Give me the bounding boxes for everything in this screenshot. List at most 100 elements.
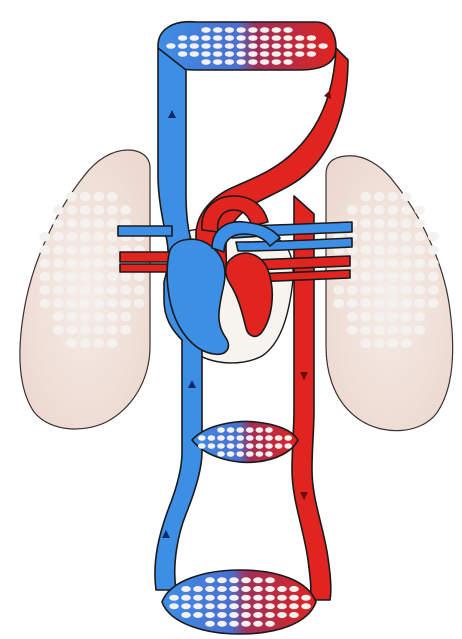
capillary-cell [347,205,358,214]
capillary-cell [229,603,239,609]
capillary-cell [134,299,145,308]
capillary-cell [227,427,235,433]
capillary-cell [253,603,263,609]
capillary-cell [277,586,287,592]
capillary-cell [107,312,118,321]
capillary-cell [265,612,275,618]
capillary-cell [53,285,64,294]
capillary-cell [66,259,77,268]
capillary-cell [265,451,273,457]
capillary-cell [53,245,64,254]
capillary-cell [181,595,191,601]
capillary-cell [360,245,371,254]
capillary-cell [374,285,385,294]
capillary-cell [107,339,118,348]
capillary-cell [229,621,239,627]
capillary-cell [107,272,118,281]
capillary-cell [134,272,145,281]
capillary-cell [217,595,227,601]
capillary-cell [289,603,299,609]
capillary-cell [374,245,385,254]
capillary-cell [193,586,203,592]
capillary-cell [217,612,227,618]
capillary-cell [107,325,118,334]
capillary-cell [307,43,316,49]
capillary-cell [401,312,412,321]
capillary-cell [39,259,50,268]
capillary-cell [272,35,281,41]
capillary-cell [360,219,371,228]
capillary-cell [387,205,398,214]
capillary-cell [387,339,398,348]
middle-capillary-bed [192,422,298,463]
capillary-cell [80,192,91,201]
capillary-cell [66,299,77,308]
capillary-cell [301,595,311,601]
capillary-cell [289,612,299,618]
capillary-cell [248,59,257,65]
capillary-cell [241,595,251,601]
capillary-cell [193,595,203,601]
capillary-cell [181,612,191,618]
capillary-cell [178,35,187,41]
capillary-cell [236,43,245,49]
capillary-cell [80,339,91,348]
capillary-cell [93,339,104,348]
capillary-cell [256,435,264,441]
capillary-cell [260,27,269,33]
capillary-cell [39,232,50,241]
upper-capillary-bed [158,22,336,70]
capillary-cell [248,43,257,49]
capillary-cell [227,443,235,449]
capillary-cell [347,312,358,321]
capillary-cell [66,339,77,348]
capillary-cell [53,272,64,281]
capillary-cell [260,59,269,65]
capillary-cell [213,43,222,49]
capillary-cell [93,192,104,201]
capillary-cell [213,59,222,65]
capillary-cell [347,325,358,334]
capillary-cell [275,443,283,449]
capillary-cell [265,443,273,449]
capillary-cell [120,325,131,334]
capillary-cell [107,205,118,214]
capillary-cell [387,299,398,308]
capillary-cell [333,299,344,308]
capillary-cell [401,259,412,268]
capillary-cell [265,621,275,627]
capillary-cell [107,285,118,294]
capillary-cell [401,205,412,214]
capillary-cell [93,232,104,241]
capillary-cell [374,272,385,281]
capillary-cell [66,245,77,254]
capillary-cell [347,299,358,308]
capillary-cell [414,245,425,254]
capillary-cell [253,621,263,627]
capillary-cell [66,285,77,294]
capillary-cell [80,219,91,228]
capillary-cell [260,51,269,57]
capillary-cell [241,612,251,618]
capillary-cell [246,427,254,433]
capillary-cell [360,325,371,334]
capillary-cell [80,272,91,281]
capillary-cell [360,299,371,308]
capillary-cell [53,325,64,334]
capillary-cell [205,621,215,627]
capillary-cell [193,603,203,609]
capillary-cell [53,205,64,214]
capillary-cell [428,272,439,281]
capillary-cell [414,232,425,241]
capillary-cell [401,299,412,308]
capillary-cell [307,51,316,57]
capillary-cell [360,312,371,321]
capillary-cell [208,435,216,441]
capillary-cell [387,245,398,254]
capillary-cell [374,259,385,268]
capillary-cell [190,43,199,49]
capillary-cell [401,325,412,334]
capillary-cell [414,312,425,321]
capillary-cell [272,43,281,49]
capillary-cell [283,59,292,65]
